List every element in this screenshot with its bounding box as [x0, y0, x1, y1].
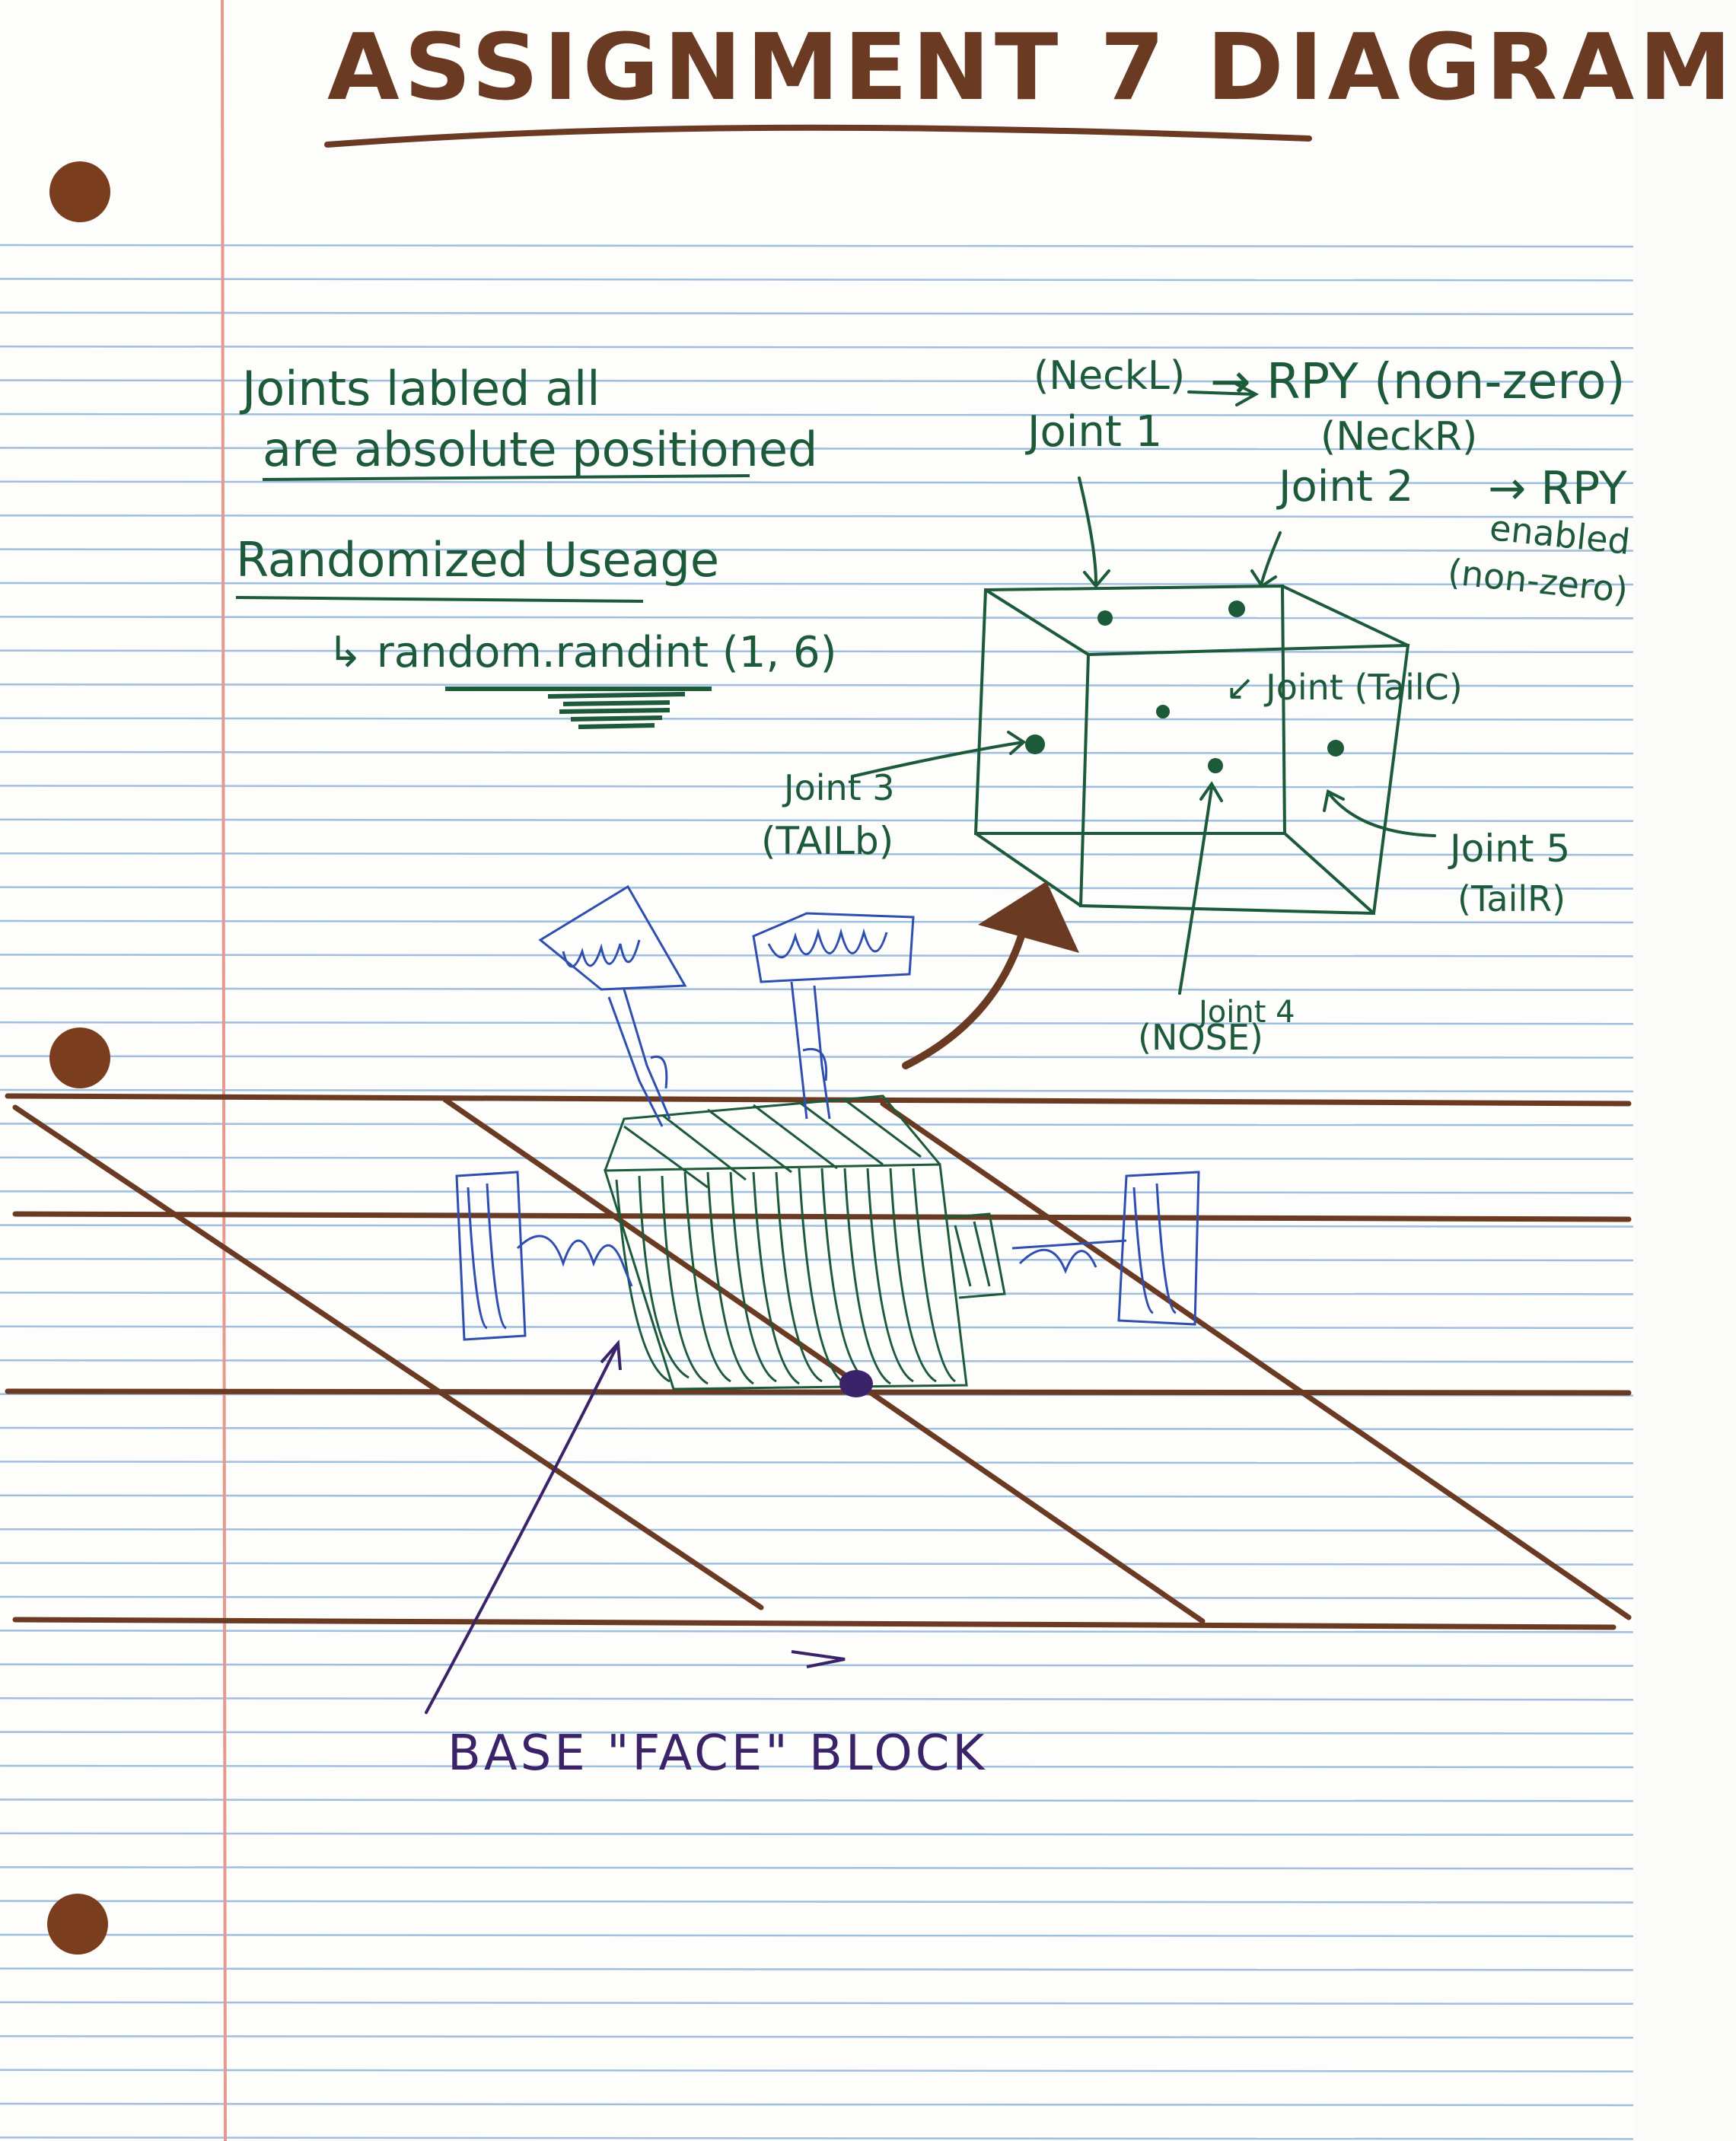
- ruled-line: [0, 616, 1634, 620]
- ruled-line: [0, 244, 1634, 248]
- ruled-line: [0, 1292, 1634, 1295]
- ruled-line: [0, 1156, 1634, 1161]
- ruled-line: [0, 919, 1634, 924]
- label-joint4: Joint 4: [1199, 995, 1295, 1030]
- joints-note-underline: [262, 474, 750, 481]
- base-face-block-caption: BASE "FACE" BLOCK: [448, 1725, 988, 1782]
- label-tailr: (TailR): [1457, 878, 1566, 919]
- ruled-line: [0, 1630, 1634, 1633]
- caption-arrow: [425, 1346, 618, 1714]
- curved-arrow-head: [978, 881, 1079, 953]
- ruled-line: [0, 345, 1634, 349]
- ruled-line: [0, 886, 1634, 890]
- label-arrows: [851, 383, 1436, 995]
- ruled-line: [0, 1528, 1634, 1532]
- ruled-line: [0, 413, 1634, 417]
- ruled-line: [0, 514, 1634, 518]
- randomized-underline: [235, 596, 644, 603]
- ruled-line: [0, 2069, 1634, 2073]
- ruled-line: [0, 1359, 1634, 1363]
- ruled-line: [0, 2102, 1634, 2107]
- ruled-line: [0, 278, 1634, 282]
- label-neckl: (NeckL): [1034, 353, 1186, 399]
- title-underline: [324, 124, 1312, 148]
- ruled-line: [0, 1562, 1634, 1566]
- ruled-line: [0, 1595, 1634, 1600]
- ruled-line: [0, 1967, 1634, 1971]
- ruled-line: [0, 1325, 1634, 1330]
- ruled-line: [0, 1055, 1634, 1059]
- ruled-line: [0, 1393, 1634, 1397]
- ruled-line: [0, 1933, 1634, 1938]
- curved-arrow: [902, 925, 1027, 1069]
- ruled-line: [0, 649, 1634, 654]
- ruled-line: [0, 1900, 1634, 1904]
- ruled-line: [0, 1426, 1634, 1431]
- label-tailb: (TAILb): [761, 819, 894, 863]
- ruled-line: [0, 717, 1634, 721]
- ruled-line: [0, 1088, 1634, 1093]
- ruled-line: [0, 1021, 1634, 1025]
- ruled-line: [0, 1865, 1634, 1870]
- page-title: ASSIGNMENT 7 DIAGRAM: [327, 15, 1736, 121]
- ruled-line: [0, 954, 1634, 957]
- label-nose: (NOSE): [1138, 1017, 1263, 1058]
- binder-hole-bottom: [47, 1894, 108, 1955]
- ruled-line: [0, 1799, 1634, 1802]
- ruled-line: [0, 548, 1634, 552]
- binder-hole-middle: [49, 1027, 110, 1088]
- ruled-line: [0, 480, 1634, 485]
- ruled-line: [0, 311, 1634, 316]
- ruled-line: [0, 1697, 1634, 1701]
- ruled-line: [0, 1224, 1634, 1228]
- label-neckr: (NeckR): [1320, 414, 1478, 460]
- label-joint1: Joint 1: [1027, 407, 1163, 457]
- ruled-line: [0, 379, 1634, 383]
- ruled-line: [0, 1731, 1634, 1735]
- ruled-line: [0, 1123, 1634, 1126]
- code-underline-scribble: [445, 687, 712, 729]
- ruled-line: [0, 447, 1634, 451]
- ruled-line: [0, 1764, 1634, 1769]
- ruled-line: [0, 581, 1634, 586]
- ruled-line: [0, 1494, 1634, 1499]
- ruled-line: [0, 1461, 1634, 1464]
- margin-line: [221, 0, 227, 2141]
- stray-arrow-tip: [791, 1650, 846, 1668]
- paper-background: [0, 0, 1634, 2141]
- ruled-lines: [0, 244, 1634, 2140]
- label-joint-tailc: ↙ Joint (TailC): [1225, 667, 1463, 708]
- ruled-line: [0, 1190, 1634, 1194]
- label-rpy-enabled: → RPY: [1488, 462, 1627, 515]
- randomized-heading: Randomized Useage: [236, 532, 719, 588]
- ruled-line: [0, 2136, 1634, 2140]
- joint-dots: [1025, 601, 1344, 773]
- binder-hole-top: [49, 161, 110, 222]
- ruled-line: [0, 785, 1634, 789]
- caption-arrow-head: [600, 1340, 622, 1371]
- base-joint-dot: [839, 1370, 873, 1397]
- label-joint2: Joint 2: [1279, 462, 1414, 511]
- label-joint5: Joint 5: [1450, 827, 1571, 871]
- ruled-line: [0, 2001, 1634, 2006]
- ruled-line: [0, 683, 1634, 687]
- ruled-line: [0, 750, 1634, 755]
- label-joint3: Joint 3: [784, 767, 895, 808]
- ruled-line: [0, 1257, 1634, 1262]
- ruled-line: [0, 1832, 1634, 1837]
- joints-note-line1: Joints labled all: [242, 361, 600, 416]
- ruled-line: [0, 2034, 1634, 2039]
- ruled-line: [0, 852, 1634, 856]
- joint-box-diagram: [973, 584, 1410, 916]
- face-block-sketch: [603, 1094, 1006, 1391]
- joints-note-line2: are absolute positioned: [263, 422, 818, 477]
- ear-and-tail-sketch: [455, 884, 1200, 1341]
- randomized-code: ↳ random.randint (1, 6): [327, 628, 837, 677]
- ruled-line: [0, 987, 1634, 992]
- platform-lines: [5, 1093, 1632, 1630]
- label-rpy-nonzero: → RPY (non-zero): [1210, 354, 1626, 410]
